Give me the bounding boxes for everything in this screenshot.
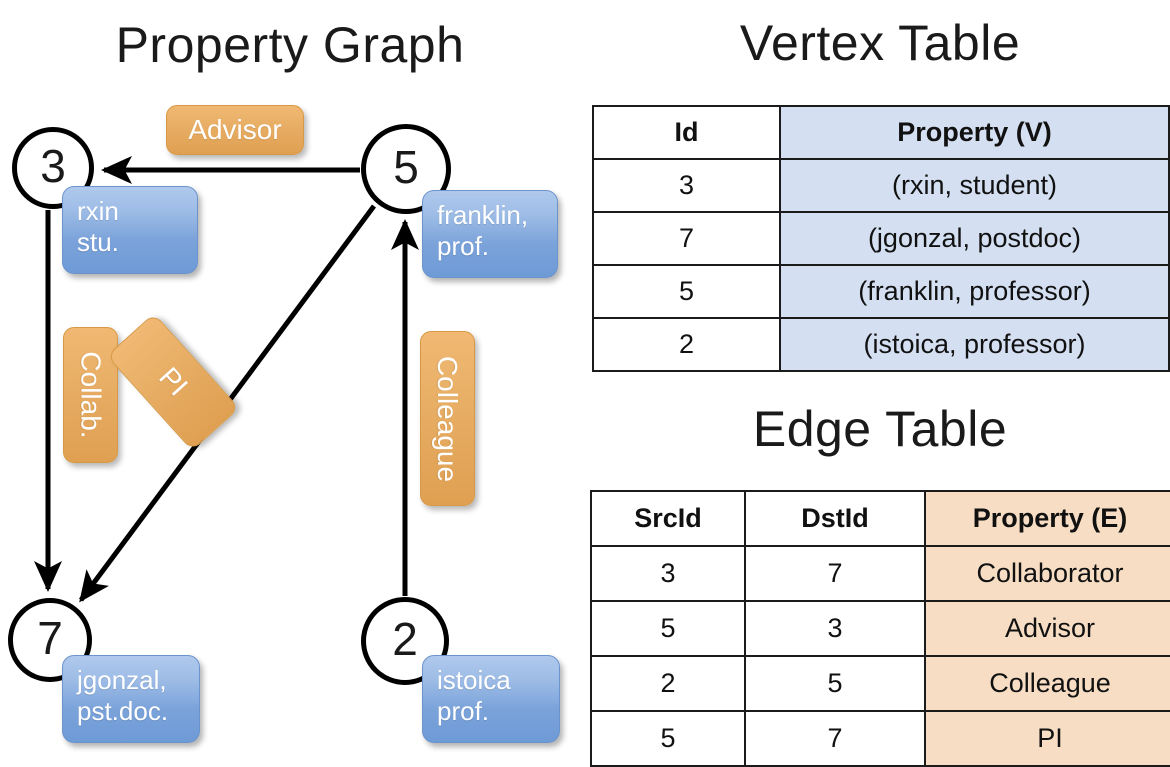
vertex-property-role: prof.: [437, 695, 490, 726]
page-title-property-graph: Property Graph: [115, 17, 465, 73]
vertex-cell-id: 2: [592, 317, 781, 372]
vertex-id-label: 7: [37, 612, 63, 664]
vertex-cell-id: 7: [592, 211, 781, 266]
edge-cell-property: Advisor: [924, 600, 1170, 657]
table-row[interactable]: 7 (jgonzal, postdoc): [592, 211, 1170, 266]
vertex-id-label: 2: [392, 613, 418, 665]
vertex-cell-id: 5: [592, 264, 781, 319]
vertex-id-label: 5: [393, 141, 419, 193]
vertex-id-label: 3: [40, 140, 66, 192]
vertex-cell-id: 3: [592, 158, 781, 213]
edge-cell-srcid: 5: [590, 600, 746, 657]
graph-vertex-5[interactable]: 5: [361, 124, 451, 214]
vertex-cell-property: (rxin, student): [779, 158, 1170, 213]
table-row[interactable]: 3 (rxin, student): [592, 158, 1170, 213]
edge-cell-dstid: 7: [744, 545, 926, 602]
edge-cell-property: Colleague: [924, 655, 1170, 712]
edge-cell-srcid: 3: [590, 545, 746, 602]
edge-label-text: Colleague: [432, 355, 464, 482]
table-row[interactable]: 5 7 PI: [590, 710, 1170, 767]
page-title-vertex-table: Vertex Table: [739, 15, 1021, 71]
vertex-property-role: stu.: [77, 226, 119, 257]
table-row[interactable]: 2 (istoica, professor): [592, 317, 1170, 372]
table-header-row: Id Property (V): [592, 105, 1170, 160]
vertex-property-name: rxin: [77, 196, 119, 226]
edge-cell-property: PI: [924, 710, 1170, 767]
vertex-property-name: franklin,: [437, 200, 529, 230]
edge-cell-dstid: 7: [744, 710, 926, 767]
vertex-property-box-jgonzal[interactable]: jgonzal, pst.doc.: [62, 655, 200, 743]
vertex-table-header-property: Property (V): [779, 105, 1170, 160]
property-graph-diagram: 3 5 7 2 rxin stu. franklin, prof. jgonza…: [0, 0, 585, 760]
edge-label-collab[interactable]: Collab.: [63, 327, 118, 463]
table-row[interactable]: 5 (franklin, professor): [592, 264, 1170, 319]
edge-label-text: Advisor: [188, 114, 282, 145]
page-title-edge-table: Edge Table: [752, 401, 1008, 457]
edge-cell-srcid: 5: [590, 710, 746, 767]
vertex-property-box-rxin[interactable]: rxin stu.: [62, 186, 198, 274]
edge-label-colleague[interactable]: Colleague: [420, 331, 475, 506]
edge-table-header-srcid: SrcId: [590, 490, 746, 547]
vertex-table-header-id: Id: [592, 105, 781, 160]
vertex-table: Id Property (V) 3 (rxin, student) 7 (jgo…: [592, 105, 1170, 372]
edge-table-header-property: Property (E): [924, 490, 1170, 547]
vertex-property-role: prof.: [437, 230, 490, 261]
vertex-property-box-franklin[interactable]: franklin, prof.: [422, 190, 558, 278]
table-header-row: SrcId DstId Property (E): [590, 490, 1170, 547]
vertex-cell-property: (istoica, professor): [779, 317, 1170, 372]
edge-table-header-dstid: DstId: [744, 490, 926, 547]
edge-label-text: PI: [152, 361, 194, 402]
edge-table: SrcId DstId Property (E) 3 7 Collaborato…: [590, 490, 1170, 767]
vertex-property-name: jgonzal,: [77, 665, 167, 695]
edge-label-advisor[interactable]: Advisor: [166, 105, 304, 155]
vertex-cell-property: (jgonzal, postdoc): [779, 211, 1170, 266]
edge-cell-dstid: 5: [744, 655, 926, 712]
edge-cell-srcid: 2: [590, 655, 746, 712]
graph-vertex-2[interactable]: 2: [361, 597, 449, 685]
table-row[interactable]: 3 7 Collaborator: [590, 545, 1170, 602]
vertex-cell-property: (franklin, professor): [779, 264, 1170, 319]
vertex-property-role: pst.doc.: [77, 695, 169, 726]
edge-cell-property: Collaborator: [924, 545, 1170, 602]
edge-label-text: Collab.: [75, 351, 107, 439]
table-row[interactable]: 2 5 Colleague: [590, 655, 1170, 712]
edge-cell-dstid: 3: [744, 600, 926, 657]
vertex-property-box-istoica[interactable]: istoica prof.: [422, 655, 560, 743]
vertex-property-name: istoica: [437, 665, 511, 695]
table-row[interactable]: 5 3 Advisor: [590, 600, 1170, 657]
